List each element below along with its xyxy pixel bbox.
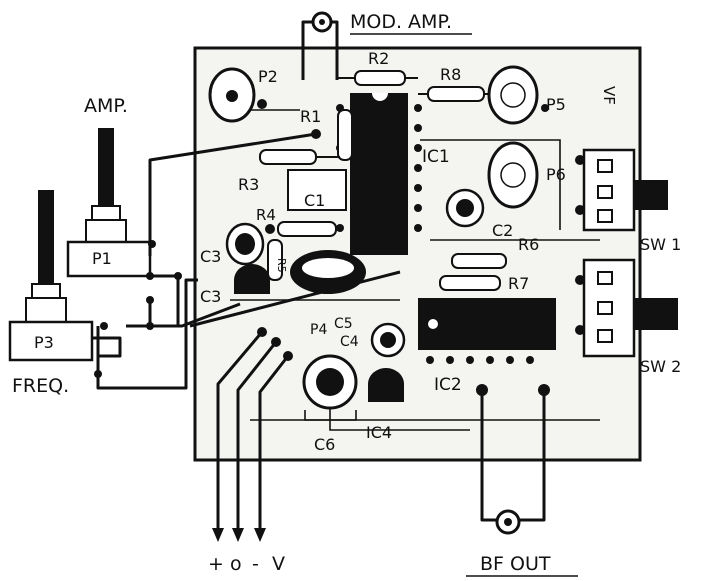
p3-potentiometer: [8, 190, 94, 362]
p6-label: P6: [546, 165, 566, 184]
power-leads: [212, 327, 293, 542]
supply-zero-label: o: [230, 553, 242, 575]
sw2-label: SW 2: [640, 357, 681, 376]
ic2-label: IC2: [434, 375, 462, 395]
r8-label: R8: [440, 65, 461, 84]
ic2-chip: [418, 298, 556, 364]
c1-label: C1: [304, 191, 325, 210]
r4-resistor: [265, 221, 337, 237]
supply-plus-label: +: [208, 553, 224, 575]
c2-label: C2: [492, 221, 513, 240]
supply-minus-label: -: [252, 553, 259, 575]
p4-label: P4: [310, 322, 327, 338]
p6-trimmer: [487, 141, 539, 209]
bf-out-connector: [466, 384, 578, 577]
sw2-switch: [575, 258, 678, 358]
c2-capacitor: [445, 188, 485, 228]
p5-trimmer: [487, 65, 549, 125]
p3-label: P3: [34, 333, 54, 352]
amp-label: AMP.: [84, 95, 128, 117]
c1-capacitor: [287, 169, 347, 211]
r7-label: R7: [508, 274, 529, 293]
r2-resistor: [338, 70, 418, 86]
r3-label: R3: [238, 175, 259, 194]
mod-amp-connector: [301, 11, 472, 80]
p1-label: P1: [92, 249, 112, 268]
board-mark: VF: [600, 86, 618, 105]
p4-trimmer: [290, 250, 366, 294]
r1-resistor: [311, 109, 353, 161]
c3-capacitor-upper: [225, 222, 265, 266]
c3-upper-label: C3: [200, 247, 221, 266]
pot-wiring-2: [189, 270, 401, 328]
c5-label: C5: [334, 316, 353, 332]
c4-label: C4: [340, 334, 359, 350]
r6-label: R6: [518, 235, 539, 254]
sw1-label: SW 1: [640, 235, 681, 254]
r8-resistor: [418, 86, 498, 102]
sw1-switch: [575, 148, 668, 232]
r3-resistor: [259, 149, 340, 165]
r2-label: R2: [368, 49, 389, 68]
ic4-label: IC4: [366, 423, 392, 442]
r7-resistor: [439, 275, 501, 291]
r5-resistor: [267, 239, 283, 281]
supply-v-label: V: [272, 553, 285, 575]
r6-resistor: [451, 253, 507, 269]
ic1-label: IC1: [422, 147, 450, 167]
c3-capacitor-lower: [234, 264, 270, 294]
mod-amp-label: MOD. AMP.: [350, 11, 452, 33]
p2-label: P2: [258, 67, 278, 86]
copper-tracks: [215, 109, 600, 431]
r1-label: R1: [300, 107, 321, 126]
c5-capacitor: [370, 322, 406, 358]
bf-out-label: BF OUT: [480, 553, 551, 575]
r4-label: R4: [256, 206, 276, 224]
c3-lower-label: C3: [200, 287, 221, 306]
freq-label: FREQ.: [12, 375, 69, 397]
c6-capacitor: [302, 354, 358, 421]
c6-label: C6: [314, 435, 335, 454]
p2-trimmer: [208, 67, 267, 123]
r5-label: R5: [275, 258, 288, 273]
p1-potentiometer: [66, 128, 152, 278]
p5-label: P5: [546, 95, 566, 114]
ic4-regulator: [368, 368, 404, 402]
